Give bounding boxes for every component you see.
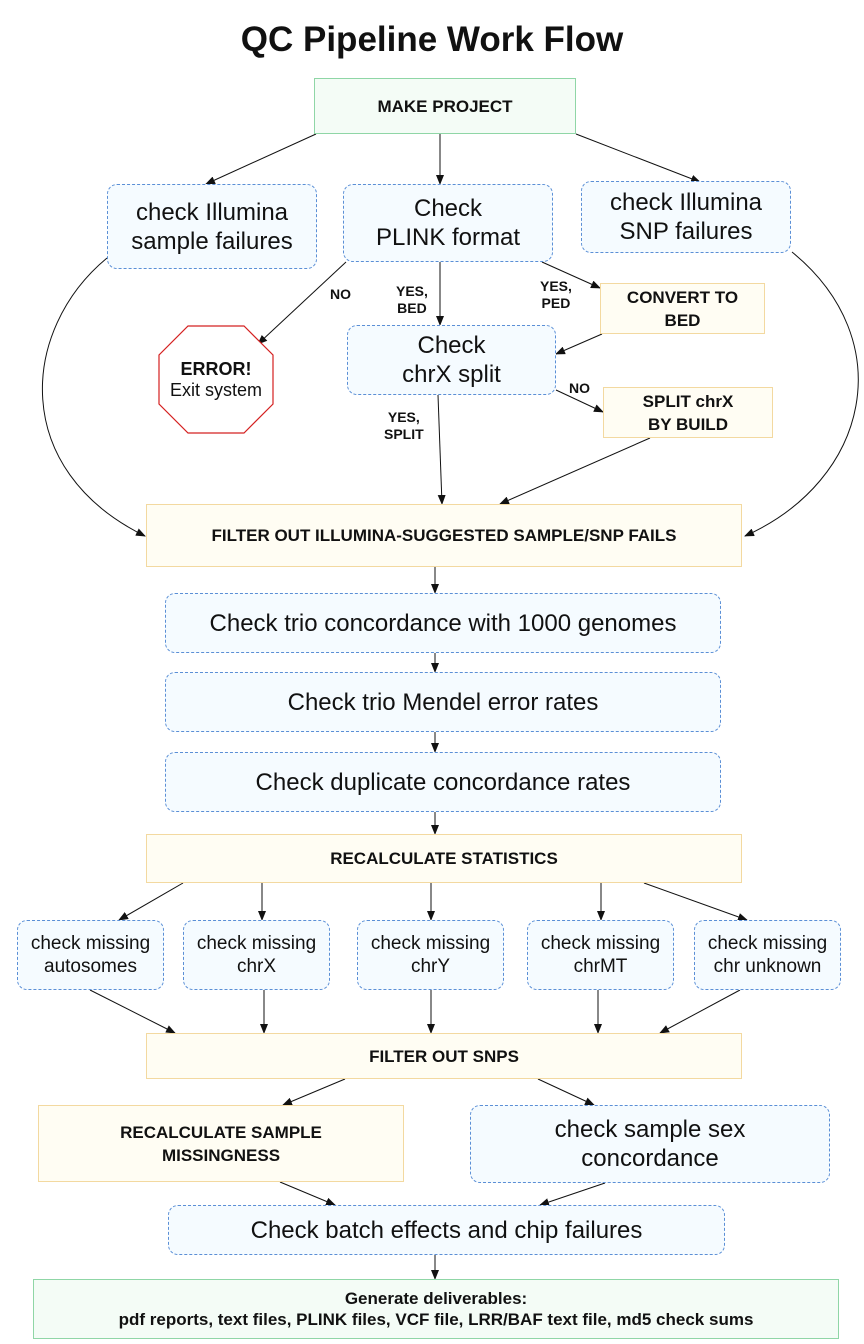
node-text: chrX split (402, 361, 501, 388)
node-text: CONVERT TO (626, 287, 739, 307)
edge-sex-batch (539, 1182, 606, 1206)
edge-missingness-batch (279, 1181, 336, 1206)
node-text: FILTER OUT SNPS (369, 1046, 519, 1066)
node-text: pdf reports, text files, PLINK files, VC… (118, 1310, 754, 1329)
edge-plink-convert (541, 261, 601, 289)
edge-recalc-autosomes (118, 882, 184, 921)
edge-label-yes-ped: YES, PED (540, 278, 572, 312)
generate-deliverables-node: Generate deliverables: pdf reports, text… (33, 1279, 839, 1339)
check-missing-autosomes-node: check missing autosomes (17, 920, 164, 990)
check-plink-format-node: Check PLINK format (343, 184, 553, 262)
edge-label-text: SPLIT (384, 426, 424, 442)
check-duplicate-concordance-node: Check duplicate concordance rates (165, 752, 721, 812)
node-text: check missing (540, 933, 661, 954)
check-sample-failures-node: check Illumina sample failures (107, 184, 317, 269)
make-project-node: MAKE PROJECT (314, 78, 576, 134)
edge-chrx-filter (437, 394, 446, 505)
edge-label-text: PED (541, 295, 571, 311)
check-missing-chry-node: check missing chrY (357, 920, 504, 990)
node-text: chr unknown (713, 956, 822, 977)
node-text: check missing (30, 933, 151, 954)
error-subtitle: Exit system (169, 379, 262, 400)
check-mendel-error-node: Check trio Mendel error rates (165, 672, 721, 732)
node-text: sample failures (131, 227, 293, 255)
edge-label-text: YES, (396, 283, 428, 299)
node-text: autosomes (44, 956, 137, 977)
page-title: QC Pipeline Work Flow (240, 20, 624, 59)
edge-label-yes-bed: YES, BED (396, 283, 428, 317)
convert-to-bed-node: CONVERT TO BED (600, 283, 765, 334)
filter-illumina-fails-node: FILTER OUT ILLUMINA-SUGGESTED SAMPLE/SNP… (146, 504, 742, 567)
node-text: FILTER OUT ILLUMINA-SUGGESTED SAMPLE/SNP… (211, 526, 677, 545)
edge-unknown-filtersnps (659, 989, 741, 1034)
node-text: RECALCULATE SAMPLE (120, 1122, 322, 1142)
check-trio-concordance-node: Check trio concordance with 1000 genomes (165, 593, 721, 653)
check-sex-concordance-node: check sample sex concordance (470, 1105, 830, 1183)
split-chrx-node: SPLIT chrX BY BUILD (603, 387, 773, 438)
node-text: MISSINGNESS (161, 1145, 281, 1165)
edge-label-text: YES, (387, 409, 420, 425)
edge-filtersnps-sex (537, 1078, 595, 1106)
node-text: chrY (410, 956, 451, 977)
node-text: Generate deliverables: (344, 1289, 528, 1308)
node-text: Check trio Mendel error rates (287, 688, 599, 716)
error-exit-node: ERROR! Exit system (159, 326, 273, 433)
node-text: check Illumina (609, 189, 763, 216)
edge-chrx-split (555, 389, 604, 413)
check-batch-effects-node: Check batch effects and chip failures (168, 1205, 725, 1255)
edge-convert-chrx (555, 333, 603, 355)
node-text: check Illumina (135, 198, 289, 226)
node-text: SNP failures (619, 218, 753, 245)
check-chrx-split-node: Check chrX split (347, 325, 556, 395)
node-text: Check batch effects and chip failures (250, 1216, 643, 1244)
node-text: MAKE PROJECT (377, 96, 513, 116)
node-text: Check trio concordance with 1000 genomes (209, 609, 677, 637)
edge-snpfail-filter (744, 251, 859, 537)
node-text: chrX (236, 956, 277, 977)
node-text: SPLIT chrX (642, 391, 734, 411)
node-text: Check (417, 332, 486, 359)
edge-label-no-split: NO (569, 380, 590, 396)
edge-label-text: BED (397, 300, 427, 316)
error-title: ERROR! (180, 358, 252, 379)
edge-autosomes-filtersnps (89, 989, 176, 1034)
edge-label-no-error: NO (330, 286, 351, 302)
check-missing-chrmt-node: check missing chrMT (527, 920, 674, 990)
edge-plink-error (257, 261, 347, 345)
node-text: BY BUILD (648, 414, 728, 434)
edge-split-filter (499, 437, 651, 505)
check-missing-chrx-node: check missing chrX (183, 920, 330, 990)
node-text: BED (664, 310, 701, 330)
recalculate-missingness-node: RECALCULATE SAMPLE MISSINGNESS (38, 1105, 404, 1182)
node-text: Check duplicate concordance rates (255, 768, 631, 796)
check-missing-chr-unknown-node: check missing chr unknown (694, 920, 841, 990)
edge-project-samplefail (205, 133, 317, 185)
edge-recalc-unknown (643, 882, 748, 921)
node-text: check missing (370, 933, 491, 954)
node-text: check sample sex (554, 1116, 746, 1143)
edge-label-text: YES, (540, 278, 572, 294)
node-text: check missing (707, 933, 828, 954)
edge-filtersnps-missingness (282, 1078, 346, 1106)
node-text: PLINK format (375, 224, 521, 251)
edge-project-snpfail (575, 133, 701, 183)
edge-samplefail-filter (41, 257, 146, 537)
filter-snps-node: FILTER OUT SNPS (146, 1033, 742, 1079)
recalculate-statistics-node: RECALCULATE STATISTICS (146, 834, 742, 883)
edge-label-yes-split: YES, SPLIT (384, 409, 424, 443)
node-text: check missing (196, 933, 317, 954)
node-text: concordance (581, 1145, 719, 1172)
node-text: RECALCULATE STATISTICS (330, 849, 558, 868)
check-snp-failures-node: check Illumina SNP failures (581, 181, 791, 253)
error-stop-shape (158, 325, 274, 434)
node-text: Check (413, 195, 483, 222)
node-text: chrMT (573, 956, 628, 977)
